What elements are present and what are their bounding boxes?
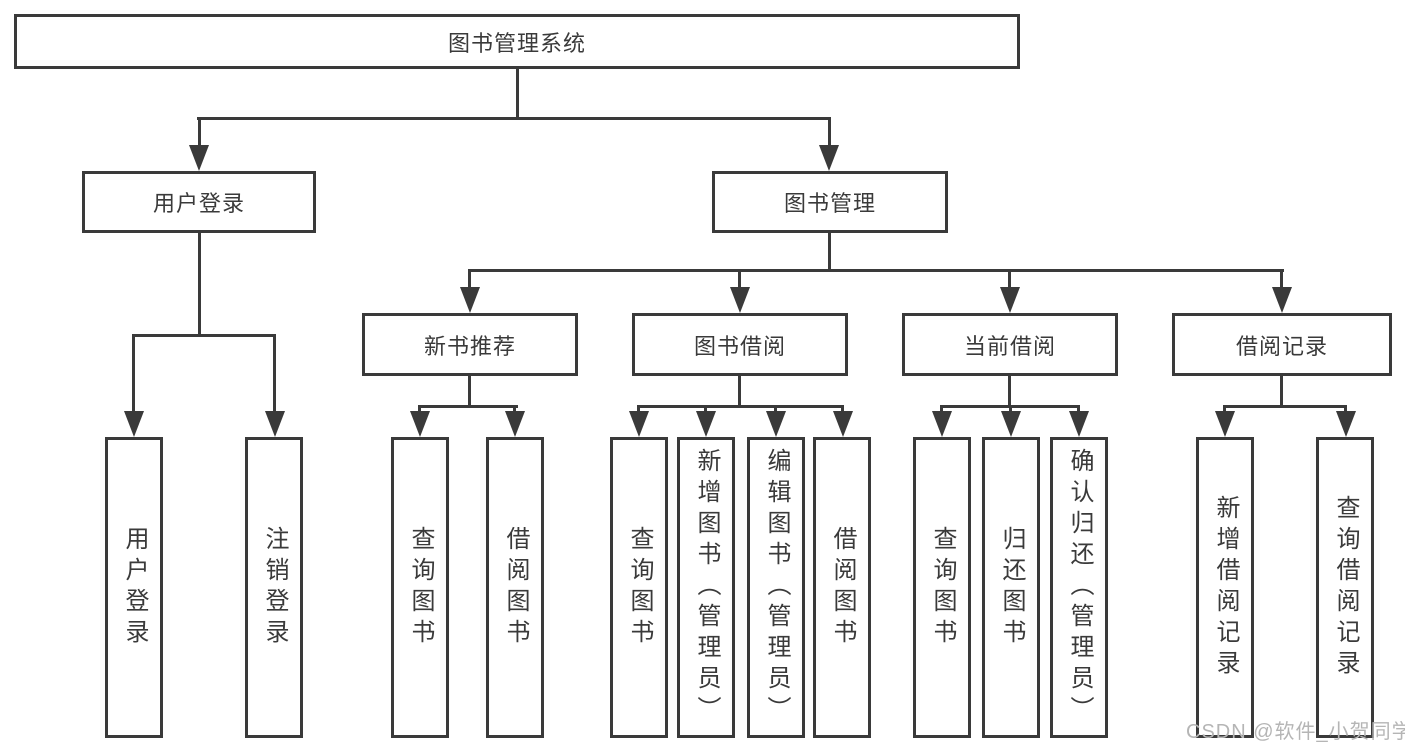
connector-line [1280,375,1283,407]
arrow-down-icon [265,411,285,437]
node-new-book-recommend: 新书推荐 [362,313,578,376]
connector-line [516,69,519,119]
arrow-down-icon [1336,411,1356,437]
connector-line [1223,405,1347,408]
arrow-down-icon [629,411,649,437]
connector-line [468,270,471,289]
connector-line [468,269,1284,272]
connector-line [418,405,518,408]
leaf-query-books-current: 查询图书 [913,437,971,738]
arrow-down-icon [1069,411,1089,437]
arrow-down-icon [1000,287,1020,313]
leaf-query-borrow-record: 查询借阅记录 [1316,437,1374,738]
connector-line [1280,270,1283,289]
arrow-down-icon [505,411,525,437]
connector-line [738,375,741,407]
connector-line [841,406,844,413]
connector-line [940,406,943,413]
connector-line [198,232,201,337]
connector-line [1344,406,1347,413]
arrow-down-icon [1272,287,1292,313]
arrow-down-icon [124,411,144,437]
leaf-edit-books-admin: 编辑图书（管理员） [747,437,805,738]
node-user-login: 用户登录 [82,171,316,233]
connector-line [197,117,831,120]
connector-line [513,406,516,413]
arrow-down-icon [932,411,952,437]
connector-line [273,335,276,413]
arrow-down-icon [189,145,209,171]
connector-line [738,270,741,289]
connector-line [198,118,201,147]
connector-line [1223,406,1226,413]
connector-line [132,334,276,337]
node-borrow-records: 借阅记录 [1172,313,1392,376]
connector-line [774,406,777,413]
leaf-add-books-admin: 新增图书（管理员） [677,437,735,738]
connector-line [828,232,831,272]
node-book-borrow: 图书借阅 [632,313,848,376]
leaf-borrow-books-recommend: 借阅图书 [486,437,544,738]
connector-line [637,406,640,413]
leaf-return-books: 归还图书 [982,437,1040,738]
connector-line [1009,406,1012,413]
connector-line [637,405,844,408]
leaf-borrow-books: 借阅图书 [813,437,871,738]
leaf-query-books-borrow: 查询图书 [610,437,668,738]
connector-line [1008,375,1011,407]
arrow-down-icon [819,145,839,171]
connector-line [1008,270,1011,289]
arrow-down-icon [833,411,853,437]
connector-line [468,375,471,407]
connector-line [828,118,831,147]
leaf-logout: 注销登录 [245,437,303,738]
connector-line [1077,406,1080,413]
leaf-user-login: 用户登录 [105,437,163,738]
csdn-watermark: CSDN @软件_小贺同学 [1186,721,1405,743]
arrow-down-icon [766,411,786,437]
arrow-down-icon [730,287,750,313]
arrow-down-icon [1001,411,1021,437]
leaf-query-books-recommend: 查询图书 [391,437,449,738]
connector-line [132,335,135,413]
arrow-down-icon [696,411,716,437]
arrow-down-icon [460,287,480,313]
node-current-borrow: 当前借阅 [902,313,1118,376]
arrow-down-icon [1215,411,1235,437]
arrow-down-icon [410,411,430,437]
leaf-confirm-return-admin: 确认归还（管理员） [1050,437,1108,738]
leaf-add-borrow-record: 新增借阅记录 [1196,437,1254,738]
node-root: 图书管理系统 [14,14,1020,69]
node-book-management: 图书管理 [712,171,948,233]
connector-line [704,406,707,413]
connector-line [418,406,421,413]
